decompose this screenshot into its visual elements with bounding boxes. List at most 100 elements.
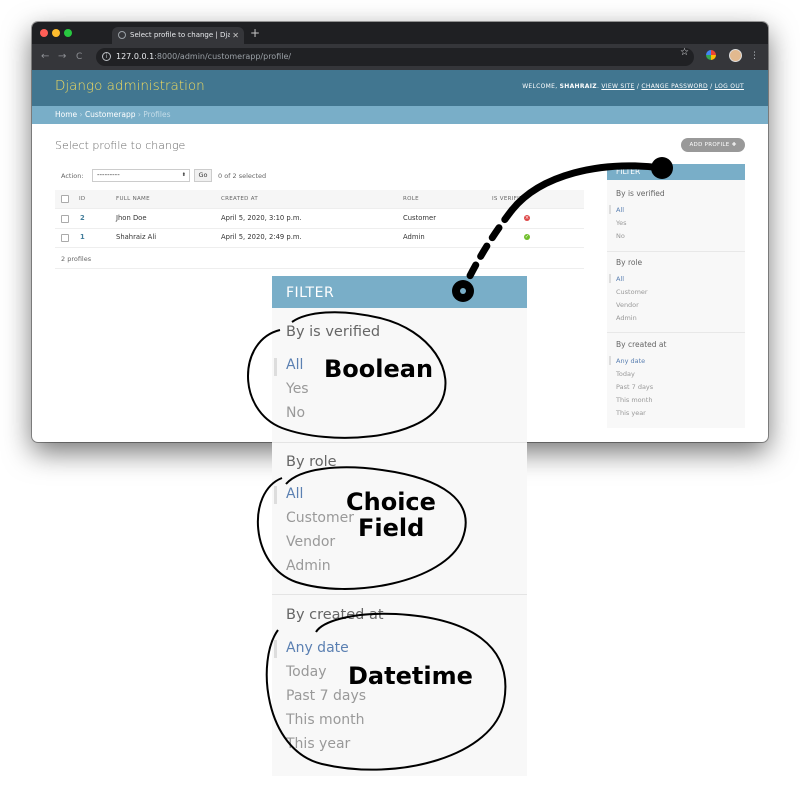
breadcrumb-current: Profiles xyxy=(143,110,171,119)
filter-created-today[interactable]: Today xyxy=(616,370,635,378)
connector-solid-line xyxy=(508,162,666,214)
menu-dots-icon[interactable]: ⋮ xyxy=(750,51,759,61)
filter-created-this-year[interactable]: This year xyxy=(616,409,646,417)
breadcrumb-home[interactable]: Home xyxy=(55,110,78,119)
zoomed-created-today[interactable]: Today xyxy=(286,664,327,680)
row-checkbox[interactable] xyxy=(61,234,69,242)
breadcrumb-app[interactable]: Customerapp xyxy=(84,110,136,119)
select-all-checkbox[interactable] xyxy=(61,195,69,203)
row-created-at: April 5, 2020, 2:49 p.m. xyxy=(221,233,302,241)
close-window-button[interactable] xyxy=(40,29,48,37)
filter-heading-verified: By is verified xyxy=(616,189,665,198)
zoomed-created-this-month[interactable]: This month xyxy=(286,712,365,728)
back-arrow-icon[interactable]: ← xyxy=(41,51,50,62)
filter-role-customer[interactable]: Customer xyxy=(616,288,648,296)
true-icon: ✓ xyxy=(524,234,530,240)
bookmark-star-icon[interactable]: ☆ xyxy=(680,47,689,58)
view-site-link[interactable]: VIEW SITE xyxy=(601,83,635,90)
filter-created-past-7-days[interactable]: Past 7 days xyxy=(616,383,654,391)
loop-boolean xyxy=(247,311,447,439)
info-icon[interactable]: i xyxy=(102,52,111,61)
column-header-id[interactable]: ID xyxy=(79,196,86,202)
breadcrumb: Home › Customerapp › Profiles xyxy=(32,106,768,124)
reload-icon[interactable]: C xyxy=(76,52,83,62)
zoomed-verified-all[interactable]: All xyxy=(286,357,304,373)
page-title: Select profile to change xyxy=(55,139,186,152)
avatar[interactable] xyxy=(729,49,742,62)
tab-bar: Select profile to change | Django ✕ + xyxy=(32,22,768,44)
log-out-link[interactable]: LOG OUT xyxy=(714,83,744,90)
row-full-name: Shahraiz Ali xyxy=(116,233,157,241)
new-tab-button[interactable]: + xyxy=(250,26,261,40)
false-icon: × xyxy=(524,215,530,221)
row-checkbox[interactable] xyxy=(61,215,69,223)
address-bar[interactable]: i 127.0.0.1:8000/admin/customerapp/profi… xyxy=(96,48,694,66)
connector-dashed-line xyxy=(459,206,516,294)
extension-icon[interactable] xyxy=(706,50,716,60)
zoomed-role-all[interactable]: All xyxy=(286,486,304,502)
add-profile-button[interactable]: ADD PROFILE ✚ xyxy=(681,138,745,152)
filter-role-all[interactable]: All xyxy=(616,275,625,283)
select-arrow-icon: ⬍ xyxy=(181,172,186,178)
zoomed-role-vendor[interactable]: Vendor xyxy=(286,534,336,550)
result-count: 2 profiles xyxy=(61,255,92,263)
filter-role-vendor[interactable]: Vendor xyxy=(616,301,639,309)
row-created-at: April 5, 2020, 3:10 p.m. xyxy=(221,214,302,222)
zoomed-role-customer[interactable]: Customer xyxy=(286,510,355,526)
filter-created-this-month[interactable]: This month xyxy=(616,396,653,404)
callout-datetime: Datetime xyxy=(348,662,473,690)
column-header-is-verified[interactable]: IS VERIFIED xyxy=(492,196,528,202)
zoomed-verified-yes[interactable]: Yes xyxy=(286,381,309,397)
column-header-full-name[interactable]: FULL NAME xyxy=(116,196,150,202)
zoomed-created-past-7-days[interactable]: Past 7 days xyxy=(286,688,367,704)
user-tools: WELCOME, SHAHRAIZ. VIEW SITE / CHANGE PA… xyxy=(522,83,744,90)
callout-boolean: Boolean xyxy=(324,355,434,383)
row-full-name: Jhon Doe xyxy=(116,214,147,222)
go-button[interactable]: Go xyxy=(194,169,212,182)
row-id-link[interactable]: 1 xyxy=(80,233,85,241)
table-row: 1 Shahraiz Ali April 5, 2020, 2:49 p.m. … xyxy=(55,228,584,248)
zoomed-filter-title: FILTER xyxy=(272,276,527,308)
zoomed-heading-created: By created at xyxy=(286,607,384,623)
row-id-link[interactable]: 2 xyxy=(80,214,85,222)
callout-choice: Choice xyxy=(346,488,436,516)
plus-icon: ✚ xyxy=(731,142,737,148)
callout-field: Field xyxy=(358,514,425,542)
minimize-window-button[interactable] xyxy=(52,29,60,37)
filter-verified-all[interactable]: All xyxy=(616,206,625,214)
zoomed-filter-panel: FILTER By is verified All Yes No By role… xyxy=(272,276,527,776)
tab-title: Select profile to change | Django xyxy=(130,31,230,39)
url-text: 127.0.0.1:8000/admin/customerapp/profile… xyxy=(116,48,291,66)
browser-tab[interactable]: Select profile to change | Django ✕ xyxy=(112,27,244,44)
zoomed-created-this-year[interactable]: This year xyxy=(286,736,351,752)
zoomed-heading-role: By role xyxy=(286,454,337,470)
zoomed-role-admin[interactable]: Admin xyxy=(286,558,331,574)
change-password-link[interactable]: CHANGE PASSWORD xyxy=(641,83,708,90)
maximize-window-button[interactable] xyxy=(64,29,72,37)
filter-heading-created: By created at xyxy=(616,340,667,349)
url-path: :8000/admin/customerapp/profile/ xyxy=(154,52,292,61)
row-role: Admin xyxy=(403,233,425,241)
forward-arrow-icon[interactable]: → xyxy=(58,51,67,62)
filter-verified-no[interactable]: No xyxy=(616,232,625,240)
filter-verified-yes[interactable]: Yes xyxy=(616,219,627,227)
welcome-text: WELCOME, xyxy=(522,83,558,90)
browser-window: Select profile to change | Django ✕ + ← … xyxy=(32,22,768,442)
connector-end-dot-hole xyxy=(460,288,466,294)
site-brand[interactable]: Django administration xyxy=(55,78,205,94)
zoomed-verified-no[interactable]: No xyxy=(286,405,306,421)
action-label: Action: xyxy=(61,172,84,180)
url-host: 127.0.0.1 xyxy=(116,52,155,61)
column-header-role[interactable]: ROLE xyxy=(403,196,419,202)
row-role: Customer xyxy=(403,214,437,222)
column-header-created-at[interactable]: CREATED AT xyxy=(221,196,258,202)
action-select[interactable]: ---------⬍ xyxy=(92,169,190,182)
filter-role-admin[interactable]: Admin xyxy=(616,314,637,322)
zoomed-created-any-date[interactable]: Any date xyxy=(286,640,349,656)
filter-created-any-date[interactable]: Any date xyxy=(616,357,646,365)
connector-start-dot xyxy=(651,157,673,179)
admin-header: Django administration WELCOME, SHAHRAIZ.… xyxy=(32,70,768,106)
loop-datetime xyxy=(265,612,507,771)
close-icon[interactable]: ✕ xyxy=(232,31,239,40)
